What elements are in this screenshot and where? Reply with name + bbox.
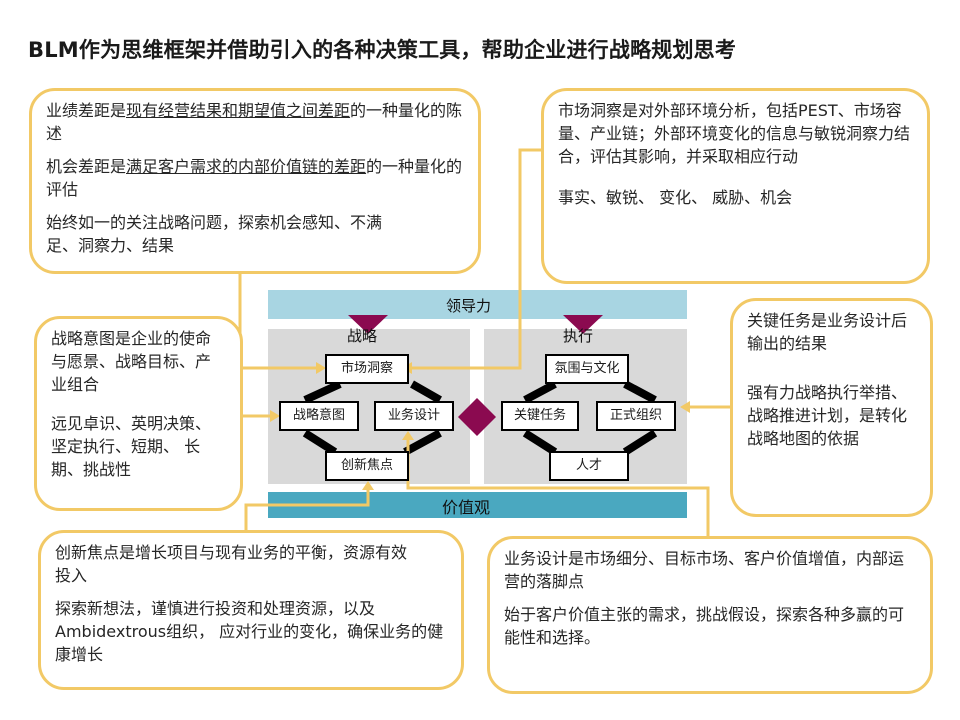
key-tasks-box: 关键任务	[501, 401, 579, 431]
market-insight-box: 市场洞察	[325, 354, 409, 384]
business-design-keywords: 始于客户价值主张的需求，挑战假设，探索各种多赢的可能性和选择。	[504, 605, 905, 647]
business-design-text: 业务设计是市场细分、目标市场、客户价值增值，内部运营的落脚点	[504, 549, 905, 591]
center-diamond	[458, 398, 496, 436]
key-tasks-text: 关键任务是业务设计后输出的结果	[747, 311, 908, 353]
strategy-triangle	[348, 315, 388, 334]
key-tasks-callout: 关键任务是业务设计后输出的结果 强有力战略执行举措、战略推进计划，是转化战略地图…	[730, 298, 933, 517]
innovation-text: 创新焦点是增长项目与现有业务的平衡，资源有效投入	[55, 543, 408, 585]
business-design-box: 业务设计	[374, 401, 454, 431]
market-insight-text: 市场洞察是对外部环境分析，包括PEST、市场容量、产业链；外部环境变化的信息与敏…	[558, 101, 911, 166]
formal-org-box: 正式组织	[596, 401, 676, 431]
opportunity-gap-text: 机会差距是满足客户需求的内部价值链的差距的一种量化的评估	[46, 157, 463, 199]
execution-label: 执行	[563, 327, 594, 345]
focus-text: 始终如一的关注战略问题，探索机会感知、不满足、洞察力、结果	[46, 213, 383, 255]
key-tasks-keywords: 强有力战略执行举措、战略推进计划，是转化战略地图的依据	[747, 383, 908, 448]
page-title: BLM作为思维框架并借助引入的各种决策工具，帮助企业进行战略规划思考	[28, 38, 737, 62]
innovation-keywords: 探索新想法，谨慎进行投资和处理资源，以及Ambidextrous组织， 应对行业…	[55, 599, 444, 664]
market-insight-callout: 市场洞察是对外部环境分析，包括PEST、市场容量、产业链；外部环境变化的信息与敏…	[541, 88, 930, 284]
values-label: 价值观	[442, 498, 491, 517]
strategic-intent-keywords: 远见卓识、英明决策、坚定执行、短期、 长期、挑战性	[51, 414, 212, 479]
climate-culture-box: 氛围与文化	[545, 354, 629, 384]
strategic-intent-box: 战略意图	[279, 401, 359, 431]
performance-gap-text: 业绩差距是现有经营结果和期望值之间差距的一种量化的陈述	[46, 101, 463, 143]
innovation-callout: 创新焦点是增长项目与现有业务的平衡，资源有效投入 探索新想法，谨慎进行投资和处理…	[38, 530, 464, 690]
talent-box: 人才	[549, 451, 629, 481]
innovation-focus-box: 创新焦点	[325, 451, 409, 481]
leadership-band	[268, 290, 687, 319]
leadership-label: 领导力	[446, 297, 492, 315]
strategy-label: 战略	[347, 327, 378, 345]
strategic-intent-callout: 战略意图是企业的使命与愿景、战略目标、产业组合 远见卓识、英明决策、坚定执行、短…	[34, 316, 243, 511]
market-insight-keywords: 事实、敏锐、 变化、 威胁、机会	[558, 188, 793, 207]
execution-triangle	[563, 315, 603, 334]
performance-gap-callout: 业绩差距是现有经营结果和期望值之间差距的一种量化的陈述 机会差距是满足客户需求的…	[29, 88, 481, 274]
business-design-callout: 业务设计是市场细分、目标市场、客户价值增值，内部运营的落脚点 始于客户价值主张的…	[487, 536, 933, 694]
strategic-intent-text: 战略意图是企业的使命与愿景、战略目标、产业组合	[51, 329, 212, 394]
